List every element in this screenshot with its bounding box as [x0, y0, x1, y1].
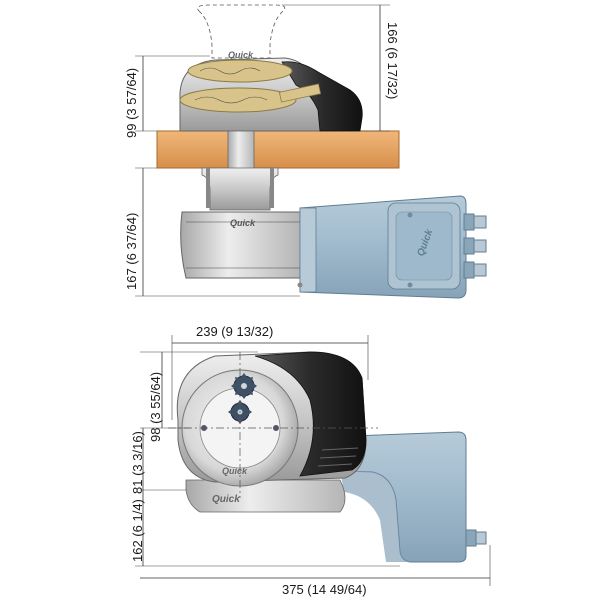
chain-stripper: [278, 83, 322, 103]
gypsy-bottom: [179, 87, 297, 113]
capstan-outline-dashed: [197, 4, 286, 59]
dim-166: 166 (6 17/32): [385, 22, 400, 99]
deck-plank: [156, 130, 400, 169]
dim-99: 99 (3 57/64): [124, 68, 139, 138]
top-view: Quick Quick 239 (9 13/32): [130, 324, 491, 597]
side-top-logo: Quick: [228, 50, 254, 60]
gypsy-teeth: [194, 67, 268, 104]
dim-239: 239 (9 13/32): [196, 324, 273, 339]
gearbox-logo: Quick: [230, 218, 256, 228]
stud-left: [206, 168, 210, 208]
dim-167: 167 (6 37/64): [124, 213, 139, 290]
motor-bolt-1: [407, 212, 413, 218]
dim-81: 81 (3 3/16): [130, 431, 145, 494]
motor-bolt-2: [407, 282, 413, 288]
motor-bolt-3: [297, 282, 303, 288]
top-dark-cover: [254, 351, 367, 477]
flange: [201, 167, 279, 211]
gear-wheel-top: [231, 373, 257, 399]
dim-162: 162 (6 1/4): [130, 499, 145, 562]
drum-logo: Quick: [222, 466, 248, 476]
terminals: [463, 213, 487, 279]
gearbox: [180, 211, 301, 279]
top-motor-shade: [340, 470, 412, 562]
top-cover-ribs: [317, 447, 359, 467]
top-gearbox-logo: Quick: [212, 494, 240, 505]
top-gearbox: [185, 479, 346, 513]
side-view: Quick Quick Quick: [124, 4, 487, 299]
stud-right: [270, 168, 274, 208]
top-terminals: [465, 529, 487, 547]
motor-collar: [299, 207, 317, 293]
motor-cover-inner: [395, 211, 453, 281]
dim-98: 98 (3 55/64): [148, 372, 163, 442]
dim-375: 375 (14 49/64): [282, 582, 367, 597]
